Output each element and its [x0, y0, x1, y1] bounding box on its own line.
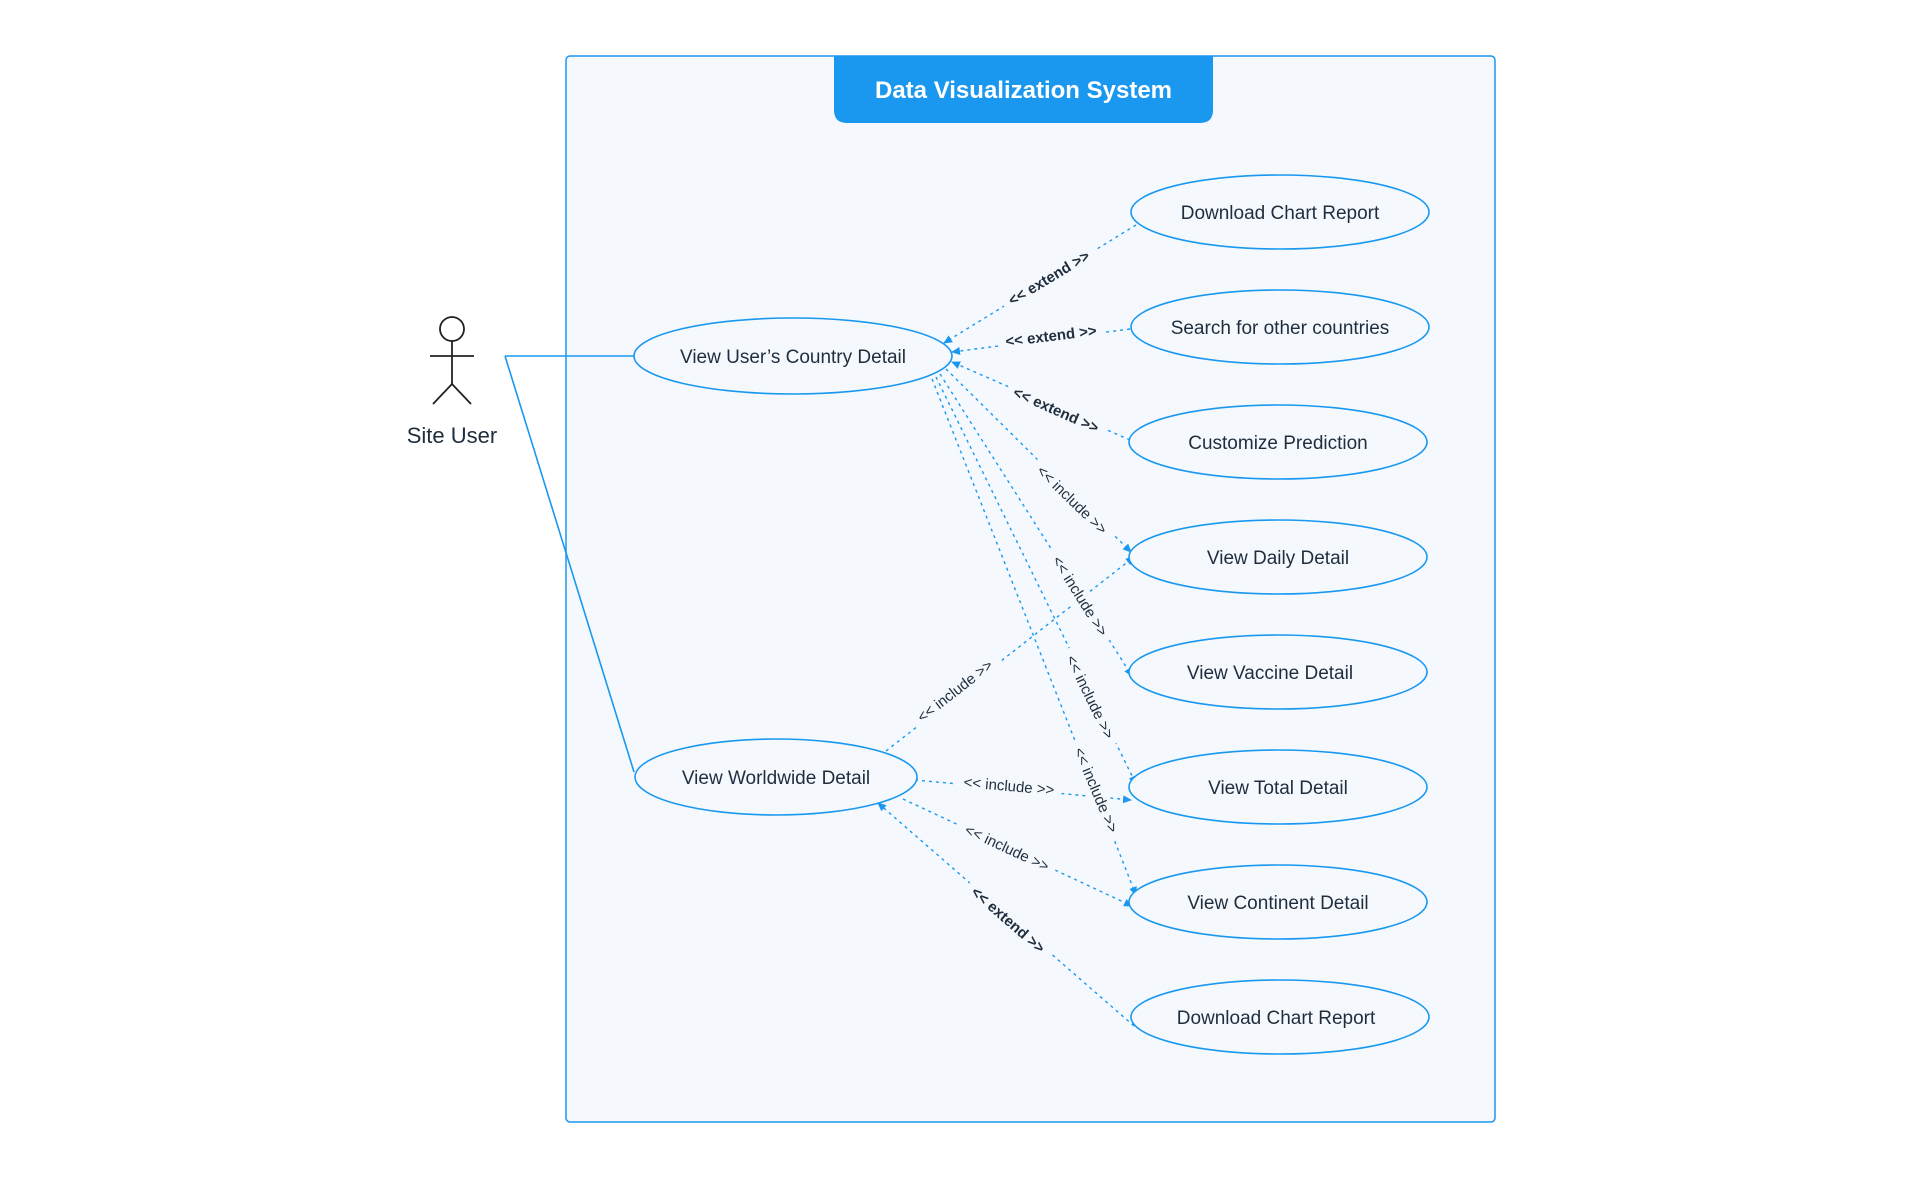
actor-head	[439, 316, 465, 342]
use-case-label: View Continent Detail	[1187, 893, 1368, 914]
actor-left-leg	[432, 383, 453, 405]
use-case-download-chart-report-bottom[interactable]: Download Chart Report	[1130, 979, 1430, 1055]
actor-label: Site User	[407, 423, 497, 448]
label-backgrounds	[907, 242, 1126, 963]
include-worldwide-to-total	[914, 779, 1132, 804]
association-worldwide	[504, 355, 635, 773]
extend-customize-to-country	[951, 361, 1131, 441]
actor-right-leg	[451, 383, 472, 405]
include-country-to-total	[935, 376, 1137, 785]
use-case-view-country-detail[interactable]: View User’s Country Detail	[633, 317, 953, 395]
use-case-download-chart-report-top[interactable]: Download Chart Report	[1130, 174, 1430, 250]
use-case-label: View User’s Country Detail	[680, 347, 906, 368]
actor-site-user[interactable]	[430, 316, 474, 405]
use-case-customize-prediction[interactable]: Customize Prediction	[1128, 404, 1428, 480]
use-case-label: View Total Detail	[1208, 778, 1348, 799]
use-case-view-total-detail[interactable]: View Total Detail	[1128, 749, 1428, 825]
use-case-view-continent-detail[interactable]: View Continent Detail	[1128, 864, 1428, 940]
use-case-search-other-countries[interactable]: Search for other countries	[1130, 289, 1430, 365]
use-case-label: Download Chart Report	[1177, 1008, 1376, 1029]
use-case-label: View Worldwide Detail	[682, 768, 870, 789]
actor-associations	[504, 355, 635, 773]
system-title: Data Visualization System	[875, 77, 1172, 104]
use-case-label: Download Chart Report	[1181, 203, 1380, 224]
use-case-view-vaccine-detail[interactable]: View Vaccine Detail	[1128, 634, 1428, 710]
use-case-label: Customize Prediction	[1188, 433, 1368, 454]
use-cases: View User’s Country Detail View Worldwid…	[633, 174, 1430, 1055]
use-case-label: View Daily Detail	[1207, 548, 1349, 569]
include-country-to-daily	[945, 368, 1132, 553]
use-case-view-daily-detail[interactable]: View Daily Detail	[1128, 519, 1428, 595]
use-case-view-worldwide-detail[interactable]: View Worldwide Detail	[634, 738, 918, 816]
use-case-label: View Vaccine Detail	[1187, 663, 1353, 684]
system-title-tab	[834, 56, 1213, 123]
use-case-label: Search for other countries	[1171, 318, 1390, 339]
